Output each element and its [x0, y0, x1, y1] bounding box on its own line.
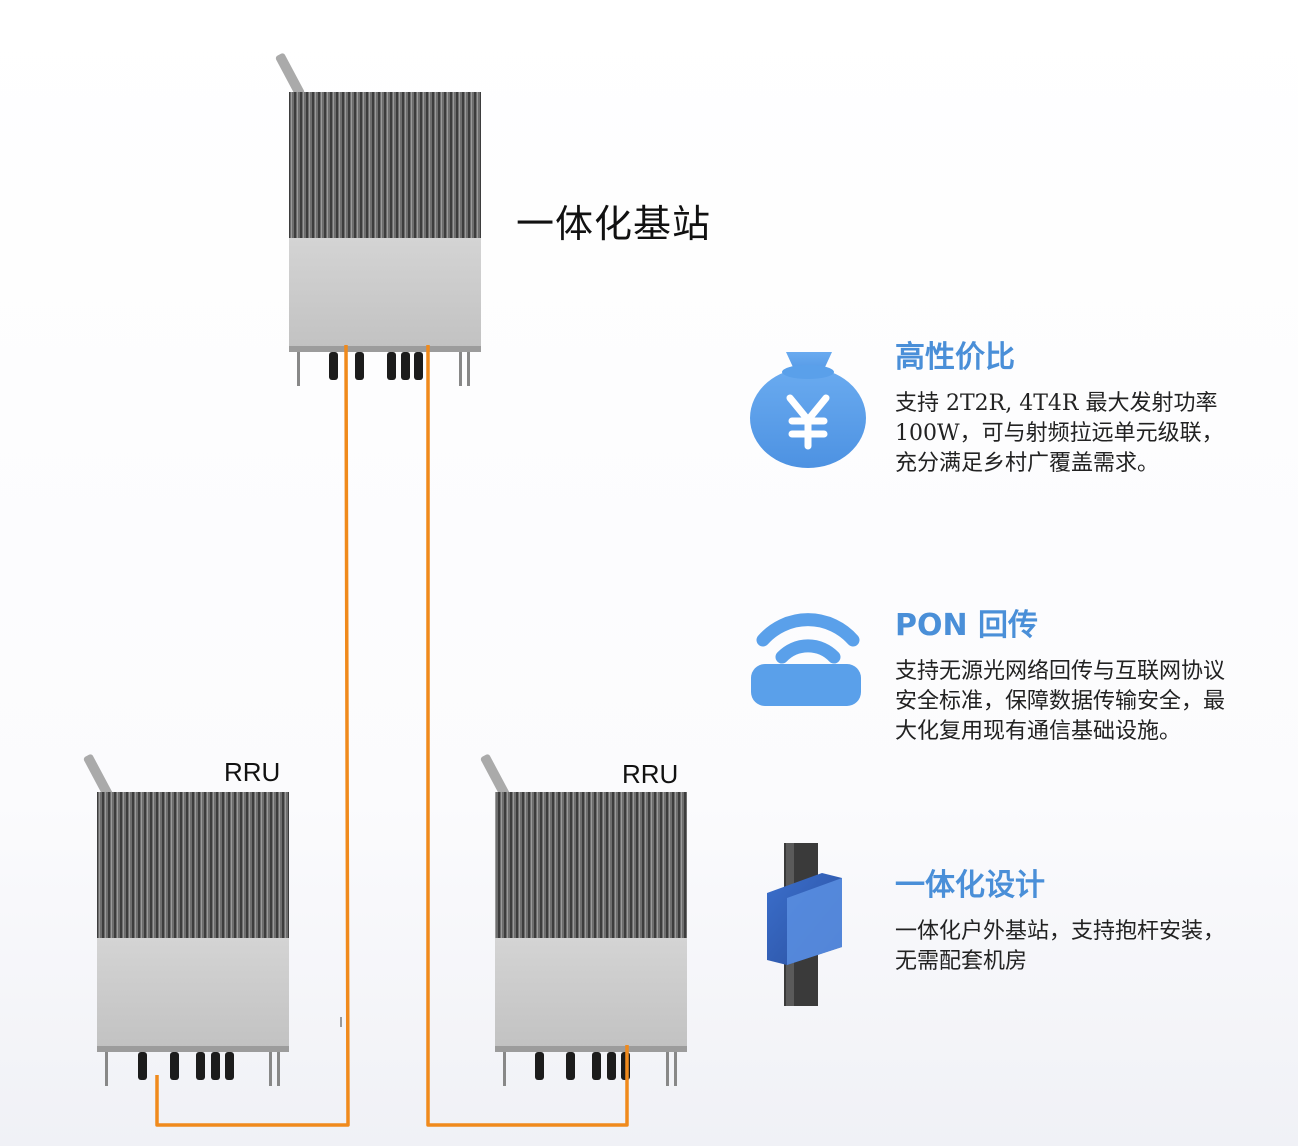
rru-unit-right [480, 754, 687, 1086]
feature-title-cost: 高性价比 [895, 340, 1015, 375]
connector-ports [329, 352, 423, 380]
unit-body [289, 238, 481, 348]
unit-body [97, 938, 289, 1048]
rru-label-left: RRU [224, 757, 281, 787]
unit-body [495, 938, 687, 1048]
rru-unit-left [83, 754, 289, 1086]
heat-sink-fins [97, 792, 289, 942]
rru-label-right: RRU [622, 759, 679, 789]
heat-sink-fins [495, 792, 687, 942]
fiber-link-right [426, 345, 629, 1127]
main-base-station [275, 53, 481, 386]
feature-text-cost: 支持 2T2R, 4T4R 最大发射功率 100W，可与射频拉远单元级联，充分满… [895, 391, 1224, 476]
money-bag-icon [750, 352, 866, 468]
feature-title-integrated: 一体化设计 [895, 868, 1045, 903]
handle [275, 53, 305, 97]
wifi-router-icon [751, 613, 861, 706]
handle [83, 754, 113, 798]
handle [480, 754, 510, 798]
feature-title-pon: PON 回传 [895, 608, 1039, 643]
fiber-link-left [155, 344, 350, 1127]
feature-text-integrated: 一体化户外基站，支持抱杆安装，无需配套机房 [895, 919, 1226, 974]
feature-text-pon: 支持无源光网络回传与互联网协议安全标准，保障数据传输安全，最大化复用现有通信基础… [895, 659, 1226, 744]
heat-sink-fins [289, 92, 481, 242]
pole-mount-icon [767, 843, 842, 1006]
main-station-label: 一体化基站 [516, 202, 712, 246]
